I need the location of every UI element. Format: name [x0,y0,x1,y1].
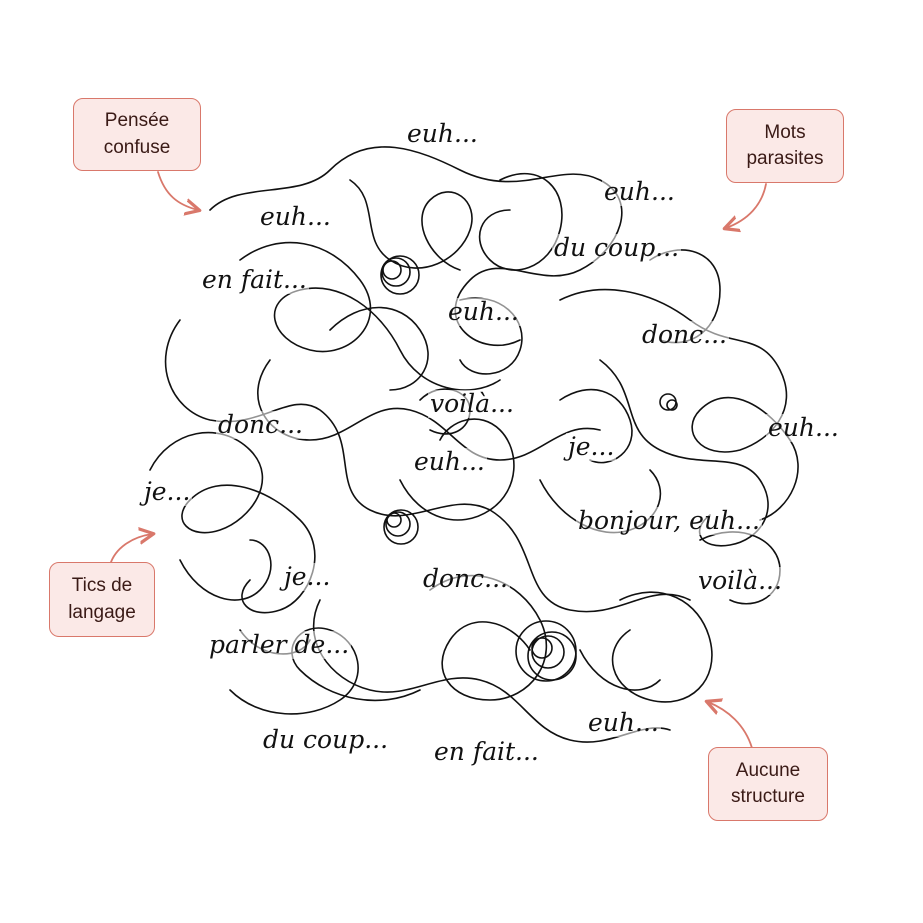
filler-word: donc... [640,320,729,349]
callout-mots-parasites: Mots parasites [726,109,844,183]
filler-word: du coup... [552,233,682,262]
filler-word: je... [566,432,617,461]
filler-word: parler de... [207,630,352,659]
filler-word: voilà... [696,566,784,595]
filler-word: bonjour, euh... [576,506,762,535]
filler-word: du coup... [261,725,391,754]
callout-line: Pensée [104,110,170,132]
filler-word: euh... [405,119,480,148]
callout-aucune-structure: Aucune structure [708,747,828,821]
callout-line: Mots [764,121,806,143]
callout-pensee-confuse: Pensée confuse [73,98,201,171]
filler-word: euh... [602,177,677,206]
filler-word: en fait... [432,737,541,766]
filler-word: je... [282,562,333,591]
callout-line: parasites [746,148,824,169]
filler-word: je... [142,477,193,506]
callout-line: langage [68,601,136,623]
filler-word: donc... [421,564,510,593]
filler-word: euh... [446,297,521,326]
arrow-bottom-right [708,702,753,749]
arrow-top-right [726,183,767,228]
callout-line: Aucune [735,759,801,781]
filler-word: en fait... [200,265,309,294]
callout-line: Tics de [71,575,133,597]
callout-line: structure [731,786,805,807]
callout-arrows [109,171,767,749]
filler-word: voilà... [428,389,516,418]
callout-line: confuse [103,136,171,158]
filler-word: euh... [586,708,661,737]
filler-word: donc... [216,410,305,439]
arrow-bottom-left [109,534,152,566]
filler-word: euh... [258,202,333,231]
arrow-top-left [157,171,198,210]
filler-word: euh... [412,447,487,476]
filler-word: euh... [766,413,841,442]
callout-tics-de-langage: Tics de langage [49,562,155,637]
